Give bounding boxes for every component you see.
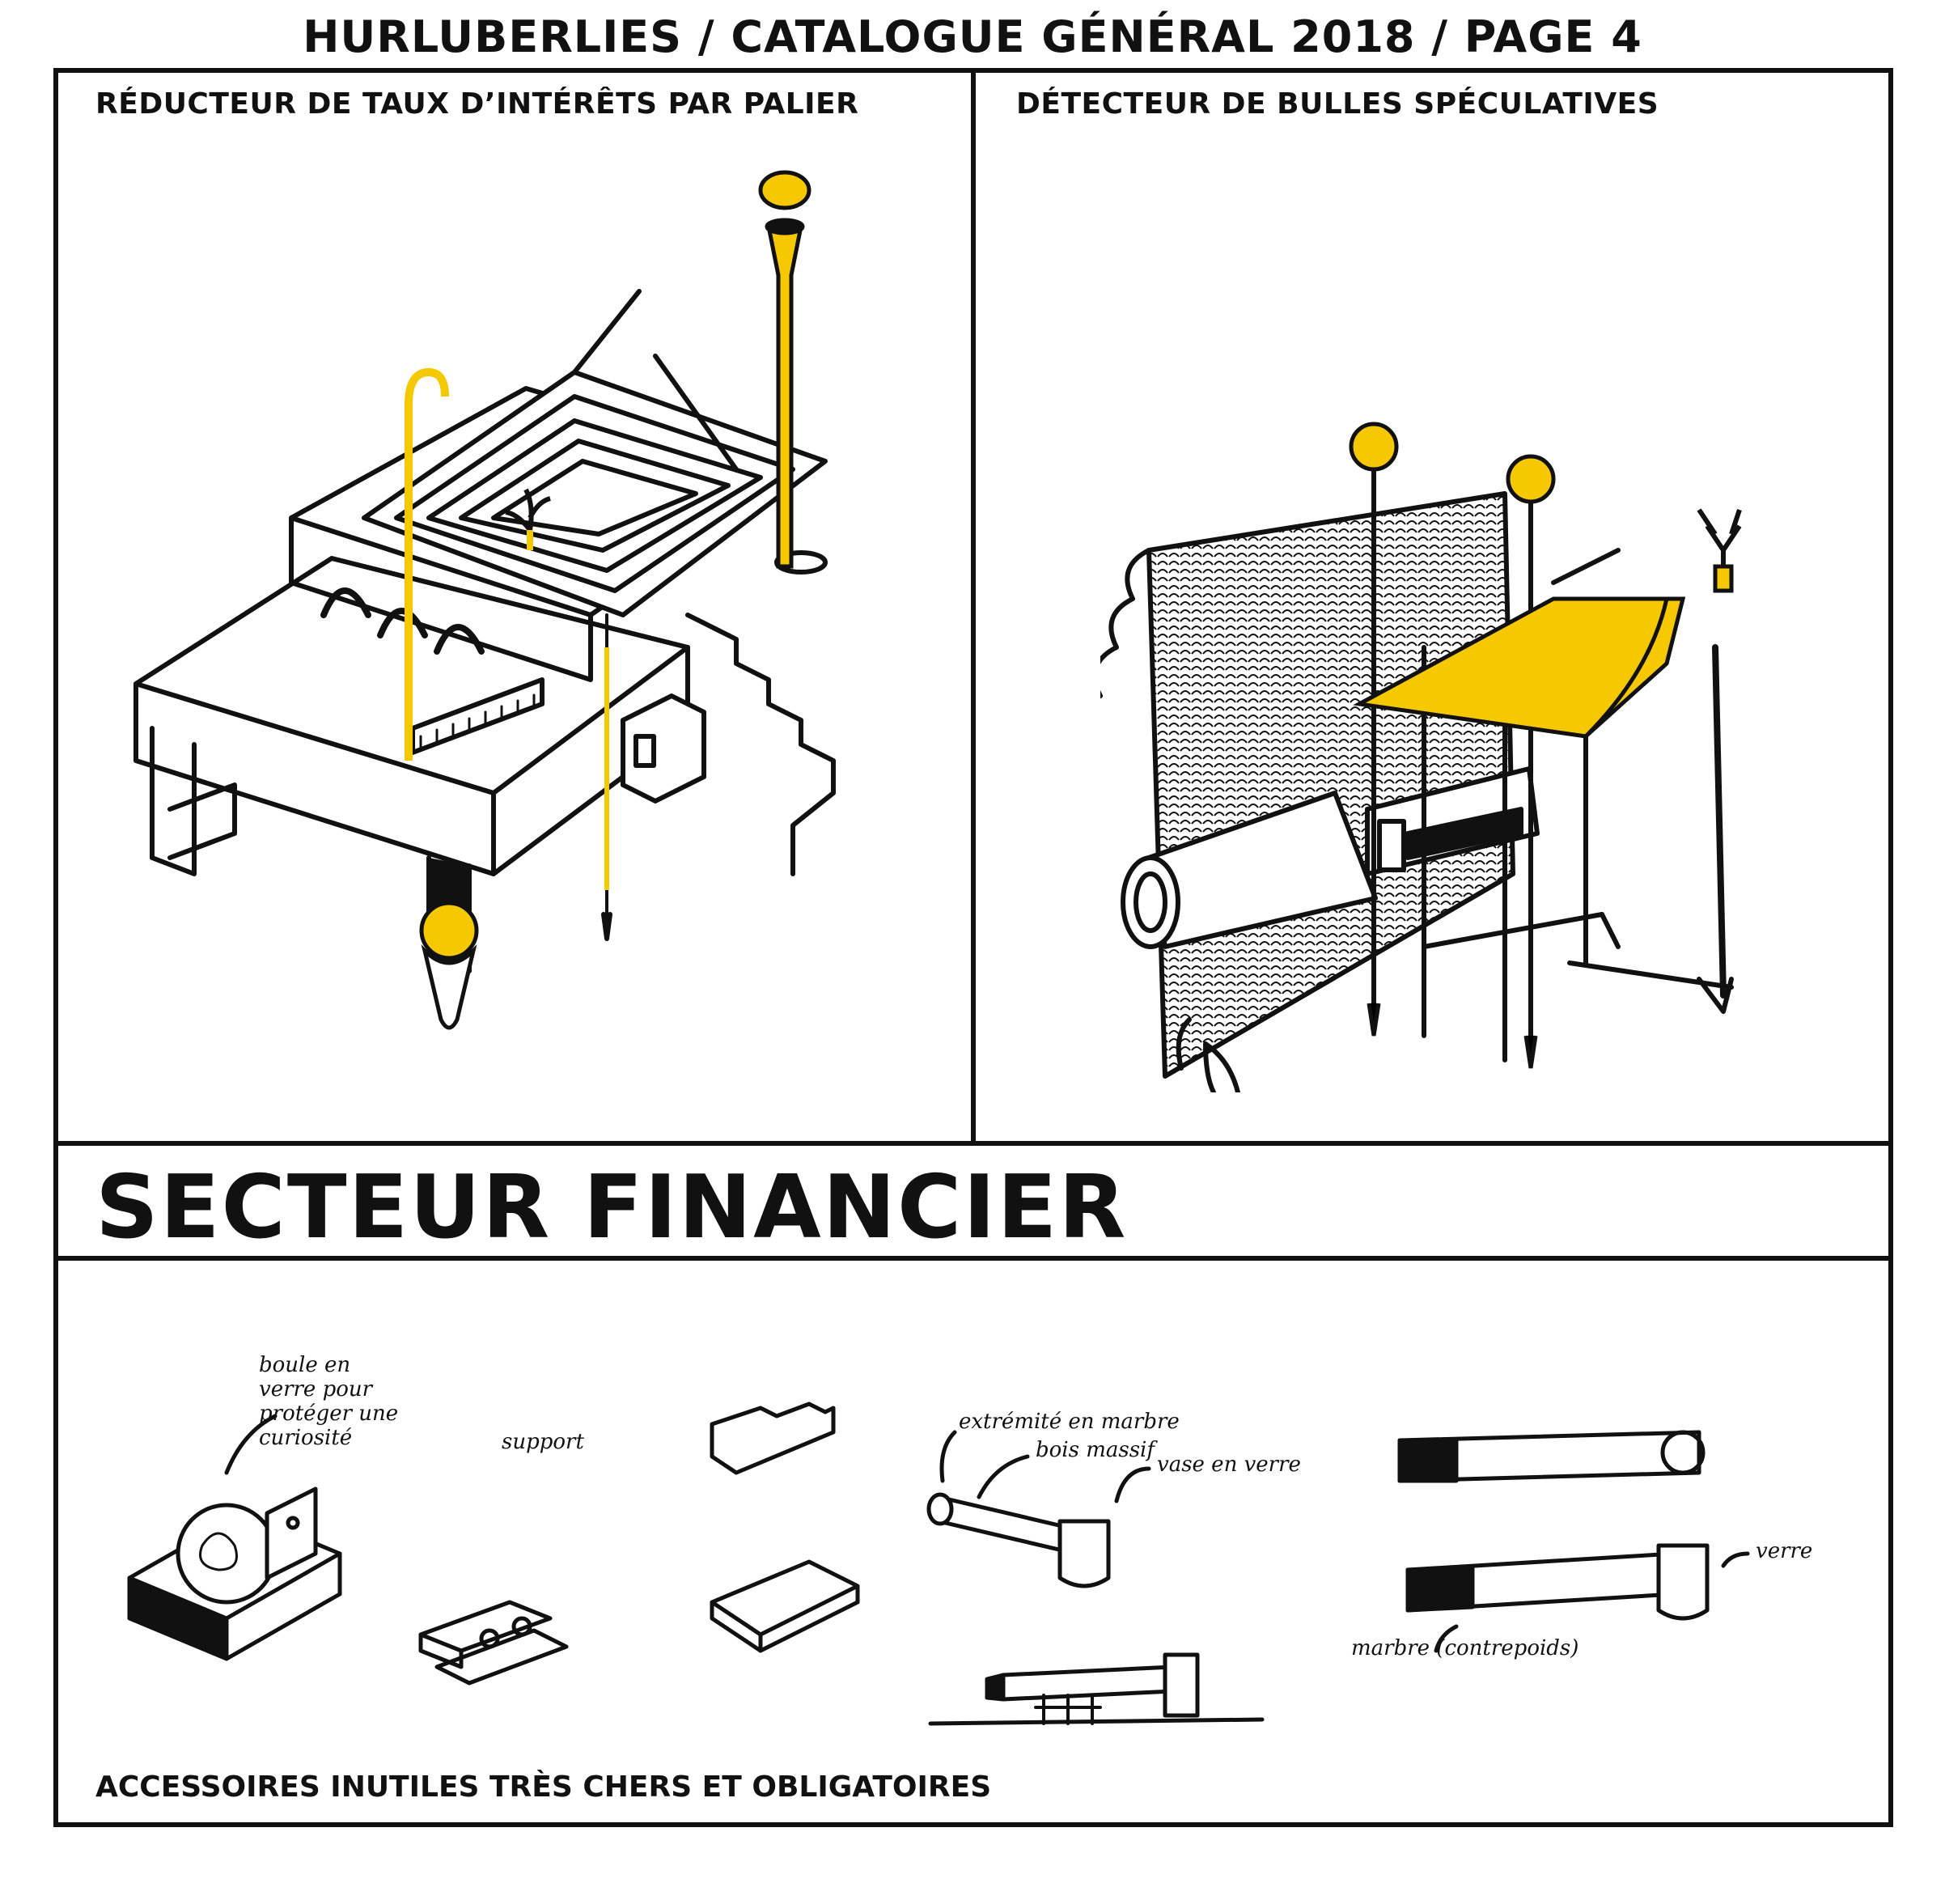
note-glass: verre [1756, 1539, 1812, 1563]
note-glass-ball-line2: verre pour [259, 1377, 374, 1401]
left-panel-title: RÉDUCTEUR DE TAUX D’INTÉRÊTS PAR PALIER [95, 87, 859, 121]
section-divider-bottom [53, 1256, 1893, 1261]
section-title: SECTEUR FINANCIER [95, 1157, 1128, 1258]
right-panel-title: DÉTECTEUR DE BULLES SPÉCULATIVES [1016, 87, 1659, 121]
note-support: support [502, 1430, 584, 1454]
note-marble-counterweight: marbre (contrepoids) [1351, 1636, 1578, 1660]
note-glass-ball-line4: curiosité [259, 1426, 352, 1450]
note-glass-ball-line1: boule en [259, 1353, 350, 1377]
note-glass-vase: vase en verre [1157, 1452, 1301, 1477]
speculative-bubbles-detector-illustration [1100, 422, 1742, 1092]
accessories-caption: ACCESSOIRES INUTILES TRÈS CHERS ET OBLIG… [95, 1770, 992, 1804]
note-solid-wood: bois massif [1036, 1438, 1158, 1462]
accessories-illustrations: boule en verre pour protéger une curiosi… [127, 1353, 1812, 1726]
note-glass-ball-line3: protéger une [259, 1401, 398, 1426]
section-divider-top [53, 1141, 1893, 1146]
interest-rate-reducer-illustration [133, 170, 836, 1030]
page-header: HURLUBERLIES / CATALOGUE GÉNÉRAL 2018 / … [303, 11, 1642, 62]
note-marble-tip: extrémité en marbre [959, 1410, 1180, 1434]
panel-divider-vertical [971, 68, 976, 1144]
